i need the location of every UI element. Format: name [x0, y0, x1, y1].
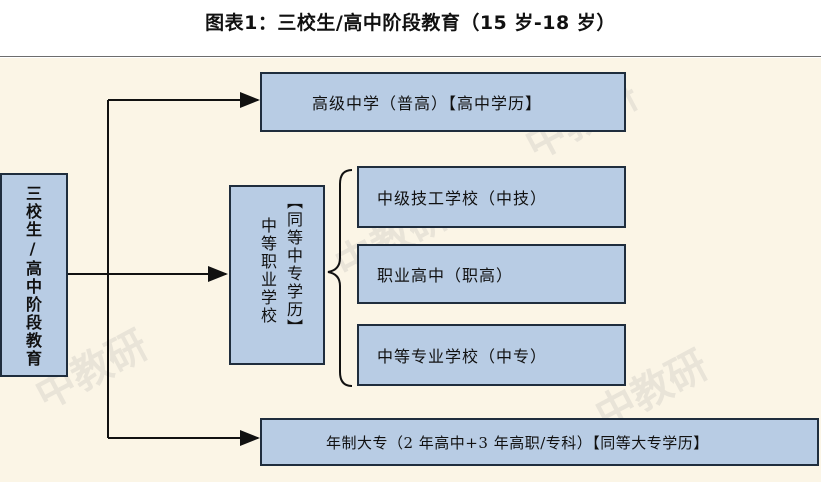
chart-title: 图表1：三校生/高中阶段教育（15 岁-18 岁）: [205, 12, 616, 34]
junior-college-node: 年制大专（2 年高中+3 年高职/专科）【同等大专学历】: [260, 418, 819, 466]
vocational-high-node: 职业高中（职高）: [357, 244, 626, 304]
technical-school-node: 中级技工学校（中技）: [357, 166, 626, 228]
secondary-vocational-node: 【同等中专学历】 中等职业学校: [229, 185, 325, 365]
secondary-vocational-label: 中等职业学校: [258, 217, 277, 325]
specialized-school-label: 中等专业学校（中专）: [377, 347, 548, 366]
connector-lines: [68, 92, 353, 446]
root-node-label: 三校生/高中阶段教育: [23, 185, 42, 368]
vocational-high-label: 职业高中（职高）: [377, 266, 514, 285]
junior-college-label: 年制大专（2 年高中+3 年高职/专科）【同等大专学历】: [326, 433, 709, 452]
group-brace: [327, 169, 353, 387]
general-high-school-label: 高级中学（普高）【高中学历】: [312, 94, 543, 113]
root-node: 三校生/高中阶段教育: [0, 173, 68, 377]
title-divider: [0, 56, 821, 57]
technical-school-label: 中级技工学校（中技）: [377, 189, 548, 208]
specialized-school-node: 中等专业学校（中专）: [357, 324, 626, 386]
diagram-canvas: 中教研 中教研 中教研 中教研 三校生/高中阶段教育 高级中学（普高）【高中学历…: [0, 58, 821, 482]
secondary-vocational-cert: 【同等中专学历】: [284, 193, 303, 337]
general-high-school-node: 高级中学（普高）【高中学历】: [260, 72, 626, 132]
